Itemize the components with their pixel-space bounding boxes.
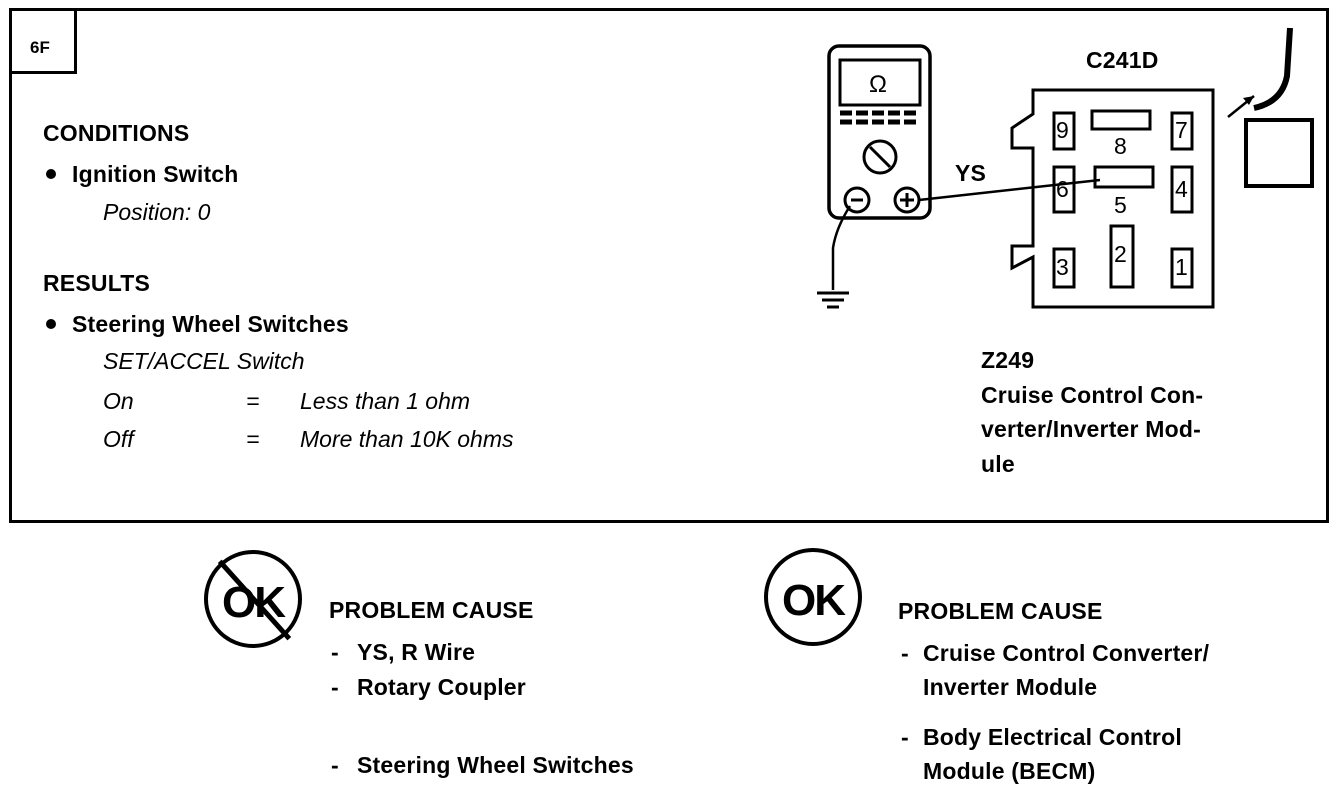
harness-icon [1227, 27, 1314, 188]
probe-lead [918, 178, 1101, 202]
bullet-icon [46, 319, 56, 329]
step-id: 6F [30, 38, 50, 57]
not-ok-cause: YS, R Wire [357, 639, 476, 665]
conditions-detail: Position: 0 [103, 199, 211, 225]
result-value-on: Less than 1 ohm [300, 388, 471, 414]
component-name-line: verter/Inverter Mod- [981, 416, 1202, 442]
pin-label: 4 [1175, 176, 1188, 202]
result-eq-off: = [246, 426, 260, 452]
step-box [9, 8, 1329, 523]
result-state-off: Off [103, 426, 134, 452]
component-name-line: Cruise Control Con- [981, 382, 1204, 408]
ok-badge-text: OK [782, 576, 846, 625]
component-name-line: ule [981, 451, 1015, 477]
results-heading: RESULTS [43, 270, 151, 296]
pin-label: 1 [1175, 254, 1188, 280]
conditions-heading: CONDITIONS [43, 120, 190, 146]
cause-dash: - [331, 639, 339, 665]
pin-label: 8 [1114, 133, 1127, 159]
ground-icon [817, 205, 852, 309]
bullet-icon [46, 169, 56, 179]
pin-label: 9 [1056, 117, 1069, 143]
cause-dash: - [331, 752, 339, 778]
conditions-item: Ignition Switch [72, 161, 239, 187]
results-switch-name: SET/ACCEL Switch [103, 348, 305, 374]
cause-dash: - [901, 724, 909, 750]
step-tag: 6F [9, 8, 77, 74]
not-ok-cause: Rotary Coupler [357, 674, 526, 700]
result-value-off: More than 10K ohms [300, 426, 514, 452]
ok-cause-line: Body Electrical Control [923, 724, 1182, 750]
not-ok-badge-icon: OK [204, 550, 302, 648]
pin-label: 6 [1056, 176, 1069, 202]
cause-dash: - [901, 640, 909, 666]
meter-ohm-symbol: Ω [869, 71, 887, 98]
ok-cause-line: Module (BECM) [923, 758, 1096, 784]
multimeter-icon [827, 44, 932, 220]
ok-badge-icon: OK [764, 548, 862, 646]
ok-cause-line: Cruise Control Converter/ [923, 640, 1210, 666]
not-ok-heading: PROBLEM CAUSE [329, 597, 534, 623]
pin-label: 7 [1175, 117, 1188, 143]
connector-label: C241D [1086, 47, 1159, 73]
pin-label: 5 [1114, 192, 1127, 218]
ok-cause-line: Inverter Module [923, 674, 1098, 700]
results-item: Steering Wheel Switches [72, 311, 349, 337]
cause-dash: - [331, 674, 339, 700]
connector-c241d [1010, 88, 1215, 309]
not-ok-cause: Steering Wheel Switches [357, 752, 634, 778]
ok-heading: PROBLEM CAUSE [898, 598, 1103, 624]
pin-label: 2 [1114, 241, 1127, 267]
wire-label: YS [955, 160, 987, 186]
component-id: Z249 [981, 347, 1035, 373]
result-eq-on: = [246, 388, 260, 414]
pin-label: 3 [1056, 254, 1069, 280]
result-state-on: On [103, 388, 134, 414]
